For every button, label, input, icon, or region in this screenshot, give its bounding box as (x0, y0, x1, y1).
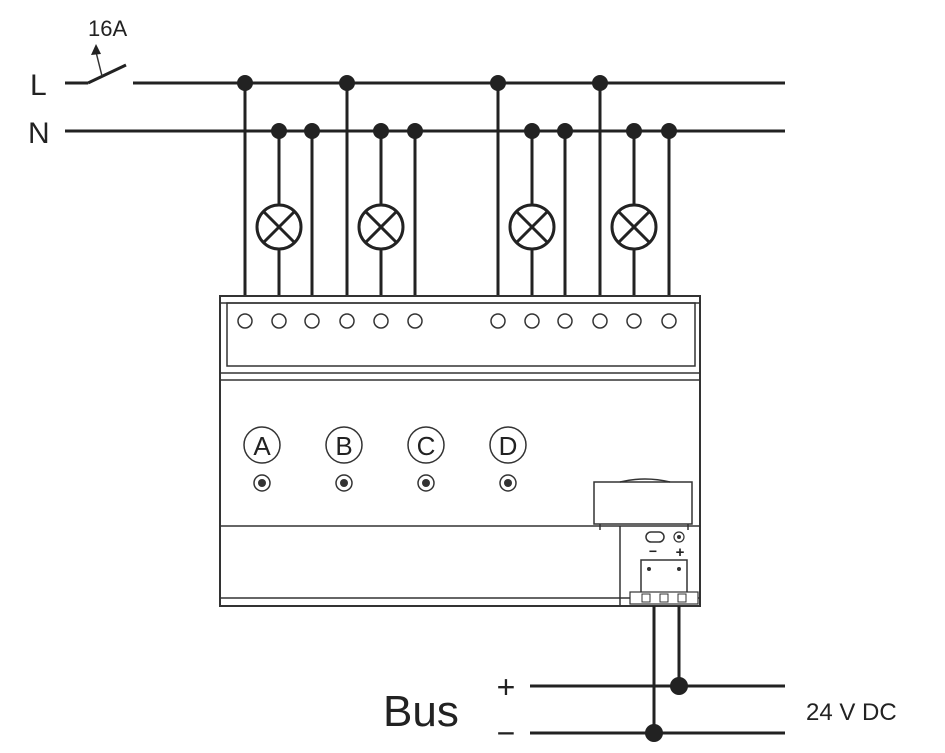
bus-wiring: Bus + − 24 V DC (383, 606, 897, 751)
connector-minus: − (649, 543, 657, 559)
terminal (304, 313, 320, 329)
terminal (407, 313, 423, 329)
terminal (373, 313, 389, 329)
lamp-3 (508, 203, 556, 251)
channel-label: C (417, 431, 436, 461)
terminal (271, 313, 287, 329)
channel-label: D (499, 431, 518, 461)
terminal (626, 313, 642, 329)
channel-A: A (243, 426, 281, 492)
terminal (237, 313, 253, 329)
terminal-block (226, 302, 696, 367)
terminal (524, 313, 540, 329)
terminal (592, 313, 608, 329)
bus-plus-label: + (497, 669, 516, 705)
bus-label: Bus (383, 687, 459, 736)
phase-drops (237, 75, 608, 313)
lamp-2 (357, 203, 405, 251)
channel-C: C (407, 426, 445, 492)
bus-minus-label: − (497, 715, 516, 751)
programming-button (645, 531, 665, 543)
lamp-1 (255, 203, 303, 251)
lamp-4 (610, 203, 658, 251)
channel-B: B (325, 426, 363, 492)
voltage-label: 24 V DC (806, 699, 897, 726)
output-terminals (237, 313, 677, 329)
terminal (490, 313, 506, 329)
channel-label: A (253, 431, 271, 461)
phase-label: L (30, 69, 47, 102)
phase-rail: L 16A (30, 16, 785, 102)
connector-plus: + (676, 544, 685, 561)
terminal (661, 313, 677, 329)
actuator-device: A B C D (219, 295, 701, 607)
neutral-label: N (28, 117, 50, 150)
switch-contact (87, 63, 127, 85)
fuse-rating: 16A (88, 16, 127, 41)
fuse-arrow-icon (91, 44, 103, 77)
label-cover (593, 478, 693, 530)
bus-connector: − + (619, 526, 699, 606)
terminal (557, 313, 573, 329)
channel-D: D (489, 426, 527, 492)
channel-label: B (335, 431, 352, 461)
terminal (339, 313, 355, 329)
